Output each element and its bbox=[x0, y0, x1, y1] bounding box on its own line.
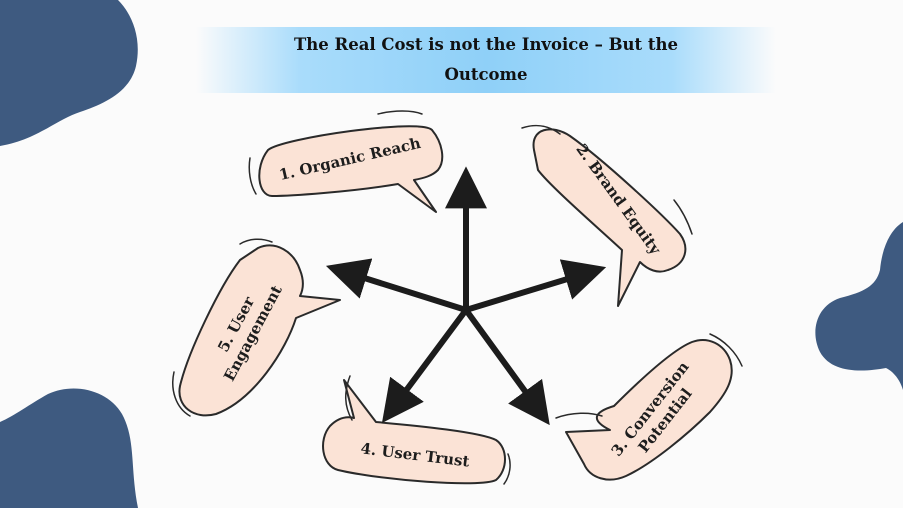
bubble-brand-equity bbox=[521, 124, 693, 307]
bubble-conversion-potential bbox=[555, 333, 743, 481]
blob-bottom-left bbox=[0, 388, 138, 508]
title-banner: The Real Cost is not the Invoice – But t… bbox=[196, 27, 776, 93]
bubble-user-engagement bbox=[172, 238, 341, 417]
arrow-down-left bbox=[381, 307, 469, 423]
bubble-user-trust bbox=[322, 375, 511, 485]
bubble-organic-reach bbox=[248, 110, 444, 213]
arrow-right bbox=[463, 259, 607, 313]
arrow-down-right bbox=[463, 307, 550, 426]
blob-top-left bbox=[0, 0, 138, 146]
arrow-left bbox=[325, 258, 469, 313]
blob-right bbox=[815, 222, 903, 390]
diagram-title: The Real Cost is not the Invoice – But t… bbox=[293, 35, 679, 84]
arrows bbox=[325, 166, 607, 426]
